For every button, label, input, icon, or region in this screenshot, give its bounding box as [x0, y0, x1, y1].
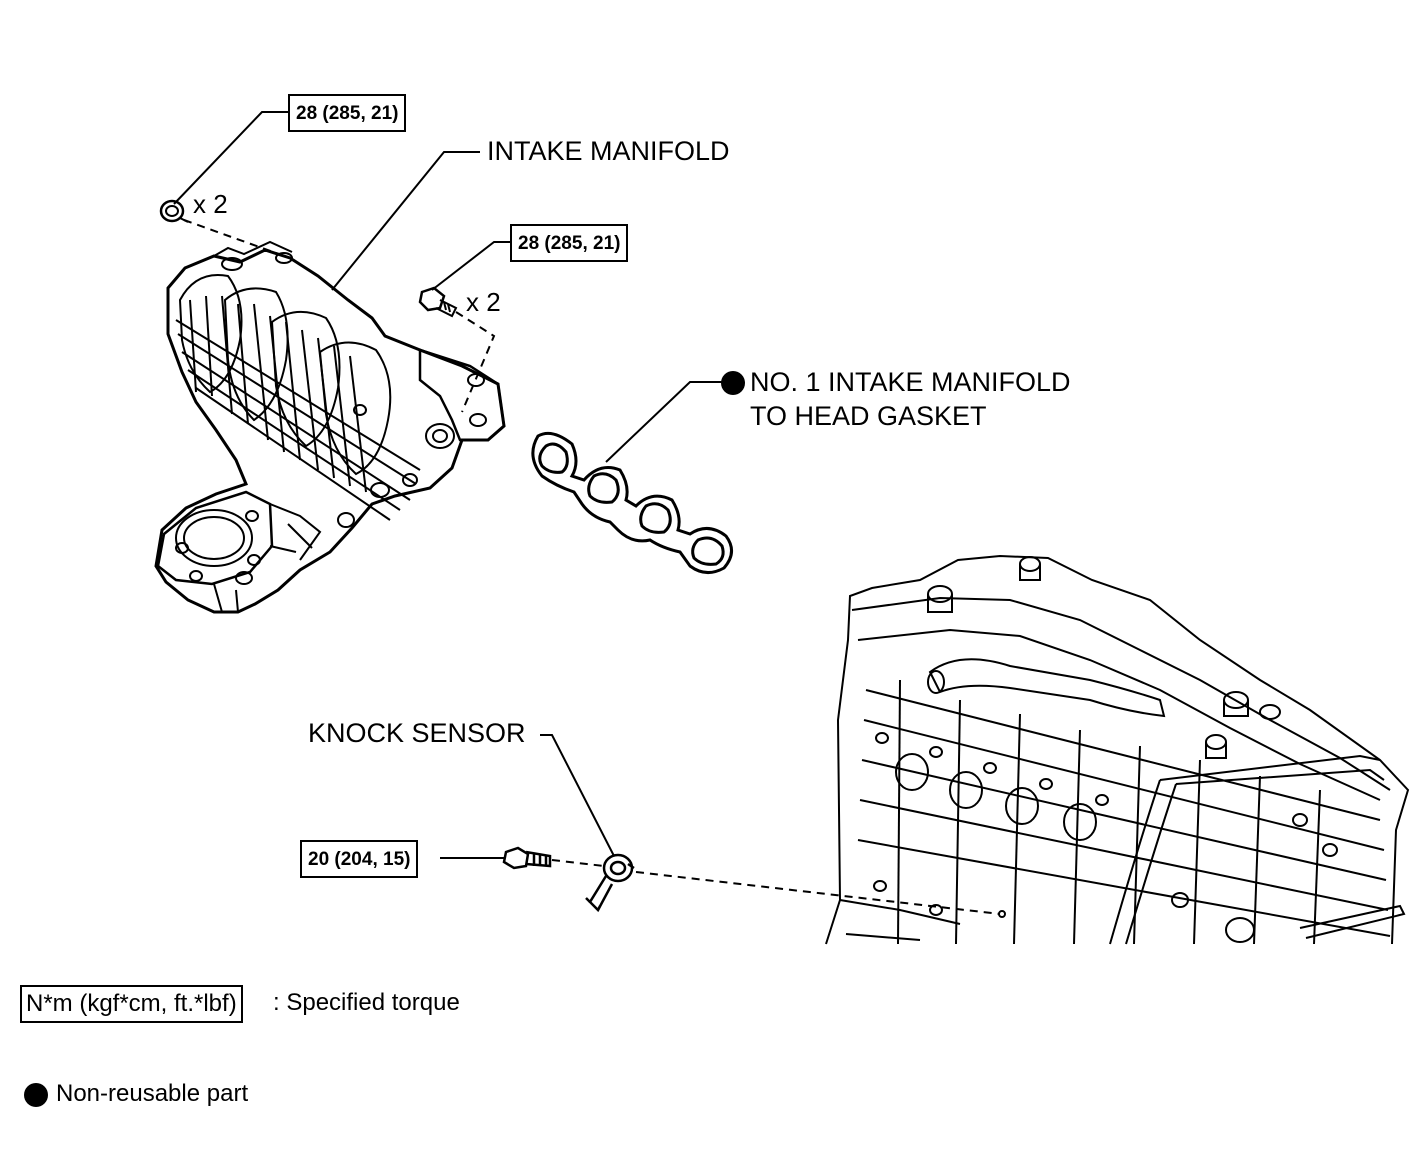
gasket-label-line1: NO. 1 INTAKE MANIFOLD	[750, 367, 1071, 397]
torque-spec-manifold-lower: 28 (285, 21)	[510, 224, 629, 262]
gasket-label-line2: TO HEAD GASKET	[750, 401, 987, 431]
lower-bolt-quantity: x 2	[466, 287, 501, 317]
engine-block-illustration	[825, 554, 1410, 945]
legend-torque-unit: N*m (kgf*cm, ft.*lbf)	[20, 985, 243, 1023]
intake-manifold-label: INTAKE MANIFOLD	[487, 136, 730, 166]
manifold-lower-bolt-icon	[418, 286, 458, 318]
legend-torque-description: : Specified torque	[273, 989, 460, 1016]
non-reusable-marker-icon	[721, 371, 745, 395]
torque-spec-manifold-upper: 28 (285, 21)	[288, 94, 407, 132]
legend-non-reusable-text: Non-reusable part	[56, 1080, 249, 1107]
intake-manifold-illustration	[154, 240, 506, 614]
knock-sensor-bolt-icon	[502, 846, 552, 870]
legend-non-reusable-icon	[24, 1083, 48, 1107]
intake-manifold-gasket-illustration	[531, 431, 733, 574]
upper-bolt-quantity: x 2	[193, 189, 228, 219]
knock-sensor-label: KNOCK SENSOR	[308, 718, 526, 748]
torque-spec-knock-sensor: 20 (204, 15)	[300, 840, 419, 878]
knock-sensor-illustration	[585, 853, 635, 913]
